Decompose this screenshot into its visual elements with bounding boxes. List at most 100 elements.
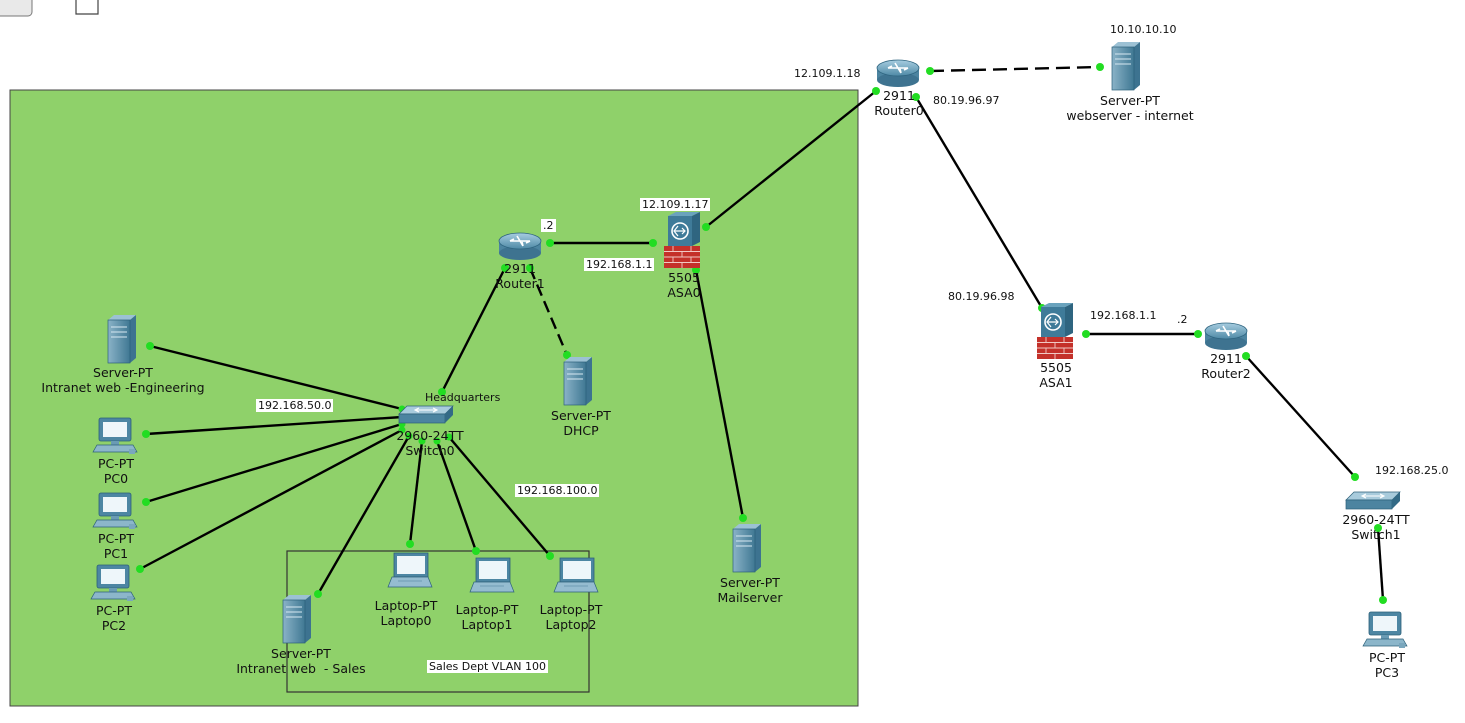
link-router2-switch1 — [1245, 355, 1356, 478]
link-router0-asa0 — [705, 90, 877, 228]
mailserver-icon[interactable] — [732, 523, 762, 573]
router0-left-ip: 12.109.1.18 — [794, 67, 861, 80]
pc3-label: PC-PT PC3 — [1369, 650, 1405, 680]
intranet-eng-type: Server-PT — [93, 365, 153, 380]
link-switch0-intranet-sales — [316, 435, 411, 595]
router0-label: 2911 Router0 — [874, 88, 923, 118]
pc0-name: PC0 — [103, 471, 129, 486]
laptop0-type: Laptop-PT — [374, 598, 438, 613]
asa1-name: ASA1 — [1039, 375, 1073, 390]
asa0-label: 5505 ASA0 — [667, 270, 700, 300]
router1-name: Router1 — [495, 276, 545, 291]
pc1-name: PC1 — [103, 546, 129, 561]
router1-icon[interactable] — [498, 232, 542, 261]
switch1-label: 2960-24TT Switch1 — [1342, 512, 1409, 542]
pc3-icon[interactable] — [1362, 611, 1408, 649]
router2-name: Router2 — [1201, 366, 1251, 381]
router1-ip: .2 — [541, 219, 556, 232]
router0-icon[interactable] — [876, 59, 920, 88]
router0-right-ip: 80.19.96.97 — [933, 94, 1000, 107]
links — [139, 65, 1385, 601]
laptop2-name: Laptop2 — [545, 617, 597, 632]
pc2-icon[interactable] — [90, 564, 136, 602]
intranet-sales-label: Server-PT Intranet web - Sales — [236, 646, 365, 676]
pc1-label: PC-PT PC1 — [98, 531, 134, 561]
switch0-label: 2960-24TT Switch0 — [396, 428, 463, 458]
sales-vlan-label: Sales Dept VLAN 100 — [427, 660, 548, 673]
pc2-name: PC2 — [101, 618, 127, 633]
asa1-label: 5505 ASA1 — [1039, 360, 1072, 390]
link-switch0-laptop1 — [435, 440, 478, 552]
laptop2-icon[interactable] — [553, 557, 599, 593]
laptop1-icon[interactable] — [469, 557, 515, 593]
dhcp-label: Server-PT DHCP — [551, 408, 611, 438]
intranet-sales-name: Intranet web - Sales — [236, 661, 366, 676]
router2-ip: .2 — [1177, 313, 1188, 326]
router0-name: Router0 — [874, 103, 924, 118]
laptop0-icon[interactable] — [387, 552, 433, 588]
link-switch0-pc1 — [145, 422, 403, 504]
switch0-icon[interactable] — [398, 405, 454, 424]
mailserver-type: Server-PT — [720, 575, 780, 590]
asa1-icon[interactable] — [1036, 302, 1074, 360]
dhcp-server-icon[interactable] — [563, 356, 593, 406]
intranet-sales-type: Server-PT — [271, 646, 331, 661]
link-router1-switch0 — [440, 267, 507, 393]
dhcp-type: Server-PT — [551, 408, 611, 423]
pc0-type: PC-PT — [98, 456, 134, 471]
laptop1-type: Laptop-PT — [455, 602, 519, 617]
router1-model: 2911 — [504, 261, 536, 276]
headquarters-label: Headquarters — [425, 391, 501, 404]
webserver-label: Server-PT webserver - internet — [1066, 93, 1193, 123]
laptop2-type: Laptop-PT — [539, 602, 603, 617]
asa1-model: 5505 — [1040, 360, 1072, 375]
link-switch0-pc2 — [139, 428, 403, 571]
router2-label: 2911 Router2 — [1201, 351, 1250, 381]
link-switch0-pc0 — [145, 415, 403, 436]
port-indicators — [136, 63, 1387, 604]
switch1-icon[interactable] — [1345, 491, 1401, 510]
pc0-icon[interactable] — [92, 417, 138, 455]
asa0-name: ASA0 — [667, 285, 701, 300]
router2-model: 2911 — [1210, 351, 1242, 366]
link-switch0-laptop0 — [408, 440, 424, 545]
router2-icon[interactable] — [1204, 322, 1248, 351]
webserver-ip: 10.10.10.10 — [1110, 23, 1177, 36]
headquarters-area — [9, 89, 859, 707]
lan25-network: 192.168.25.0 — [1375, 464, 1449, 477]
router0-model: 2911 — [883, 88, 915, 103]
pc0-label: PC-PT PC0 — [98, 456, 134, 486]
mailserver-name: Mailserver — [717, 590, 783, 605]
intranet-eng-label: Server-PT Intranet web -Engineering — [41, 365, 204, 395]
pc3-name: PC3 — [1374, 665, 1400, 680]
intranet-eng-server-icon[interactable] — [107, 314, 137, 364]
asa1-inside-ip: 192.168.1.1 — [1090, 309, 1157, 322]
webserver-name: webserver - internet — [1066, 108, 1194, 123]
toolbar-fragment-outline — [75, 0, 99, 15]
asa0-inside-ip: 192.168.1.1 — [584, 258, 655, 271]
link-router1-dhcp — [528, 267, 569, 356]
webserver-icon[interactable] — [1111, 41, 1141, 91]
asa0-icon[interactable] — [663, 211, 701, 269]
asa1-outside-ip: 80.19.96.98 — [948, 290, 1015, 303]
asa0-model: 5505 — [668, 270, 700, 285]
switch1-model: 2960-24TT — [1342, 512, 1410, 527]
link-router0-webserver — [929, 65, 1101, 73]
link-router0-asa1 — [914, 96, 1044, 309]
vlan50-network: 192.168.50.0 — [256, 399, 334, 412]
toolbar-fragment[interactable] — [0, 0, 33, 17]
webserver-type: Server-PT — [1100, 93, 1160, 108]
intranet-eng-name: Intranet web -Engineering — [41, 380, 205, 395]
laptop0-label: Laptop-PT Laptop0 — [375, 598, 438, 628]
vlan100-network: 192.168.100.0 — [515, 484, 600, 497]
asa0-outside-ip: 12.109.1.17 — [640, 198, 711, 211]
link-asa0-mailserver — [694, 269, 745, 519]
pc1-icon[interactable] — [92, 492, 138, 530]
laptop1-name: Laptop1 — [461, 617, 513, 632]
dhcp-name: DHCP — [563, 423, 599, 438]
intranet-sales-server-icon[interactable] — [282, 594, 312, 644]
link-switch1-pc3 — [1376, 527, 1385, 601]
laptop1-label: Laptop-PT Laptop1 — [456, 602, 519, 632]
link-switch0-laptop2 — [448, 436, 551, 557]
